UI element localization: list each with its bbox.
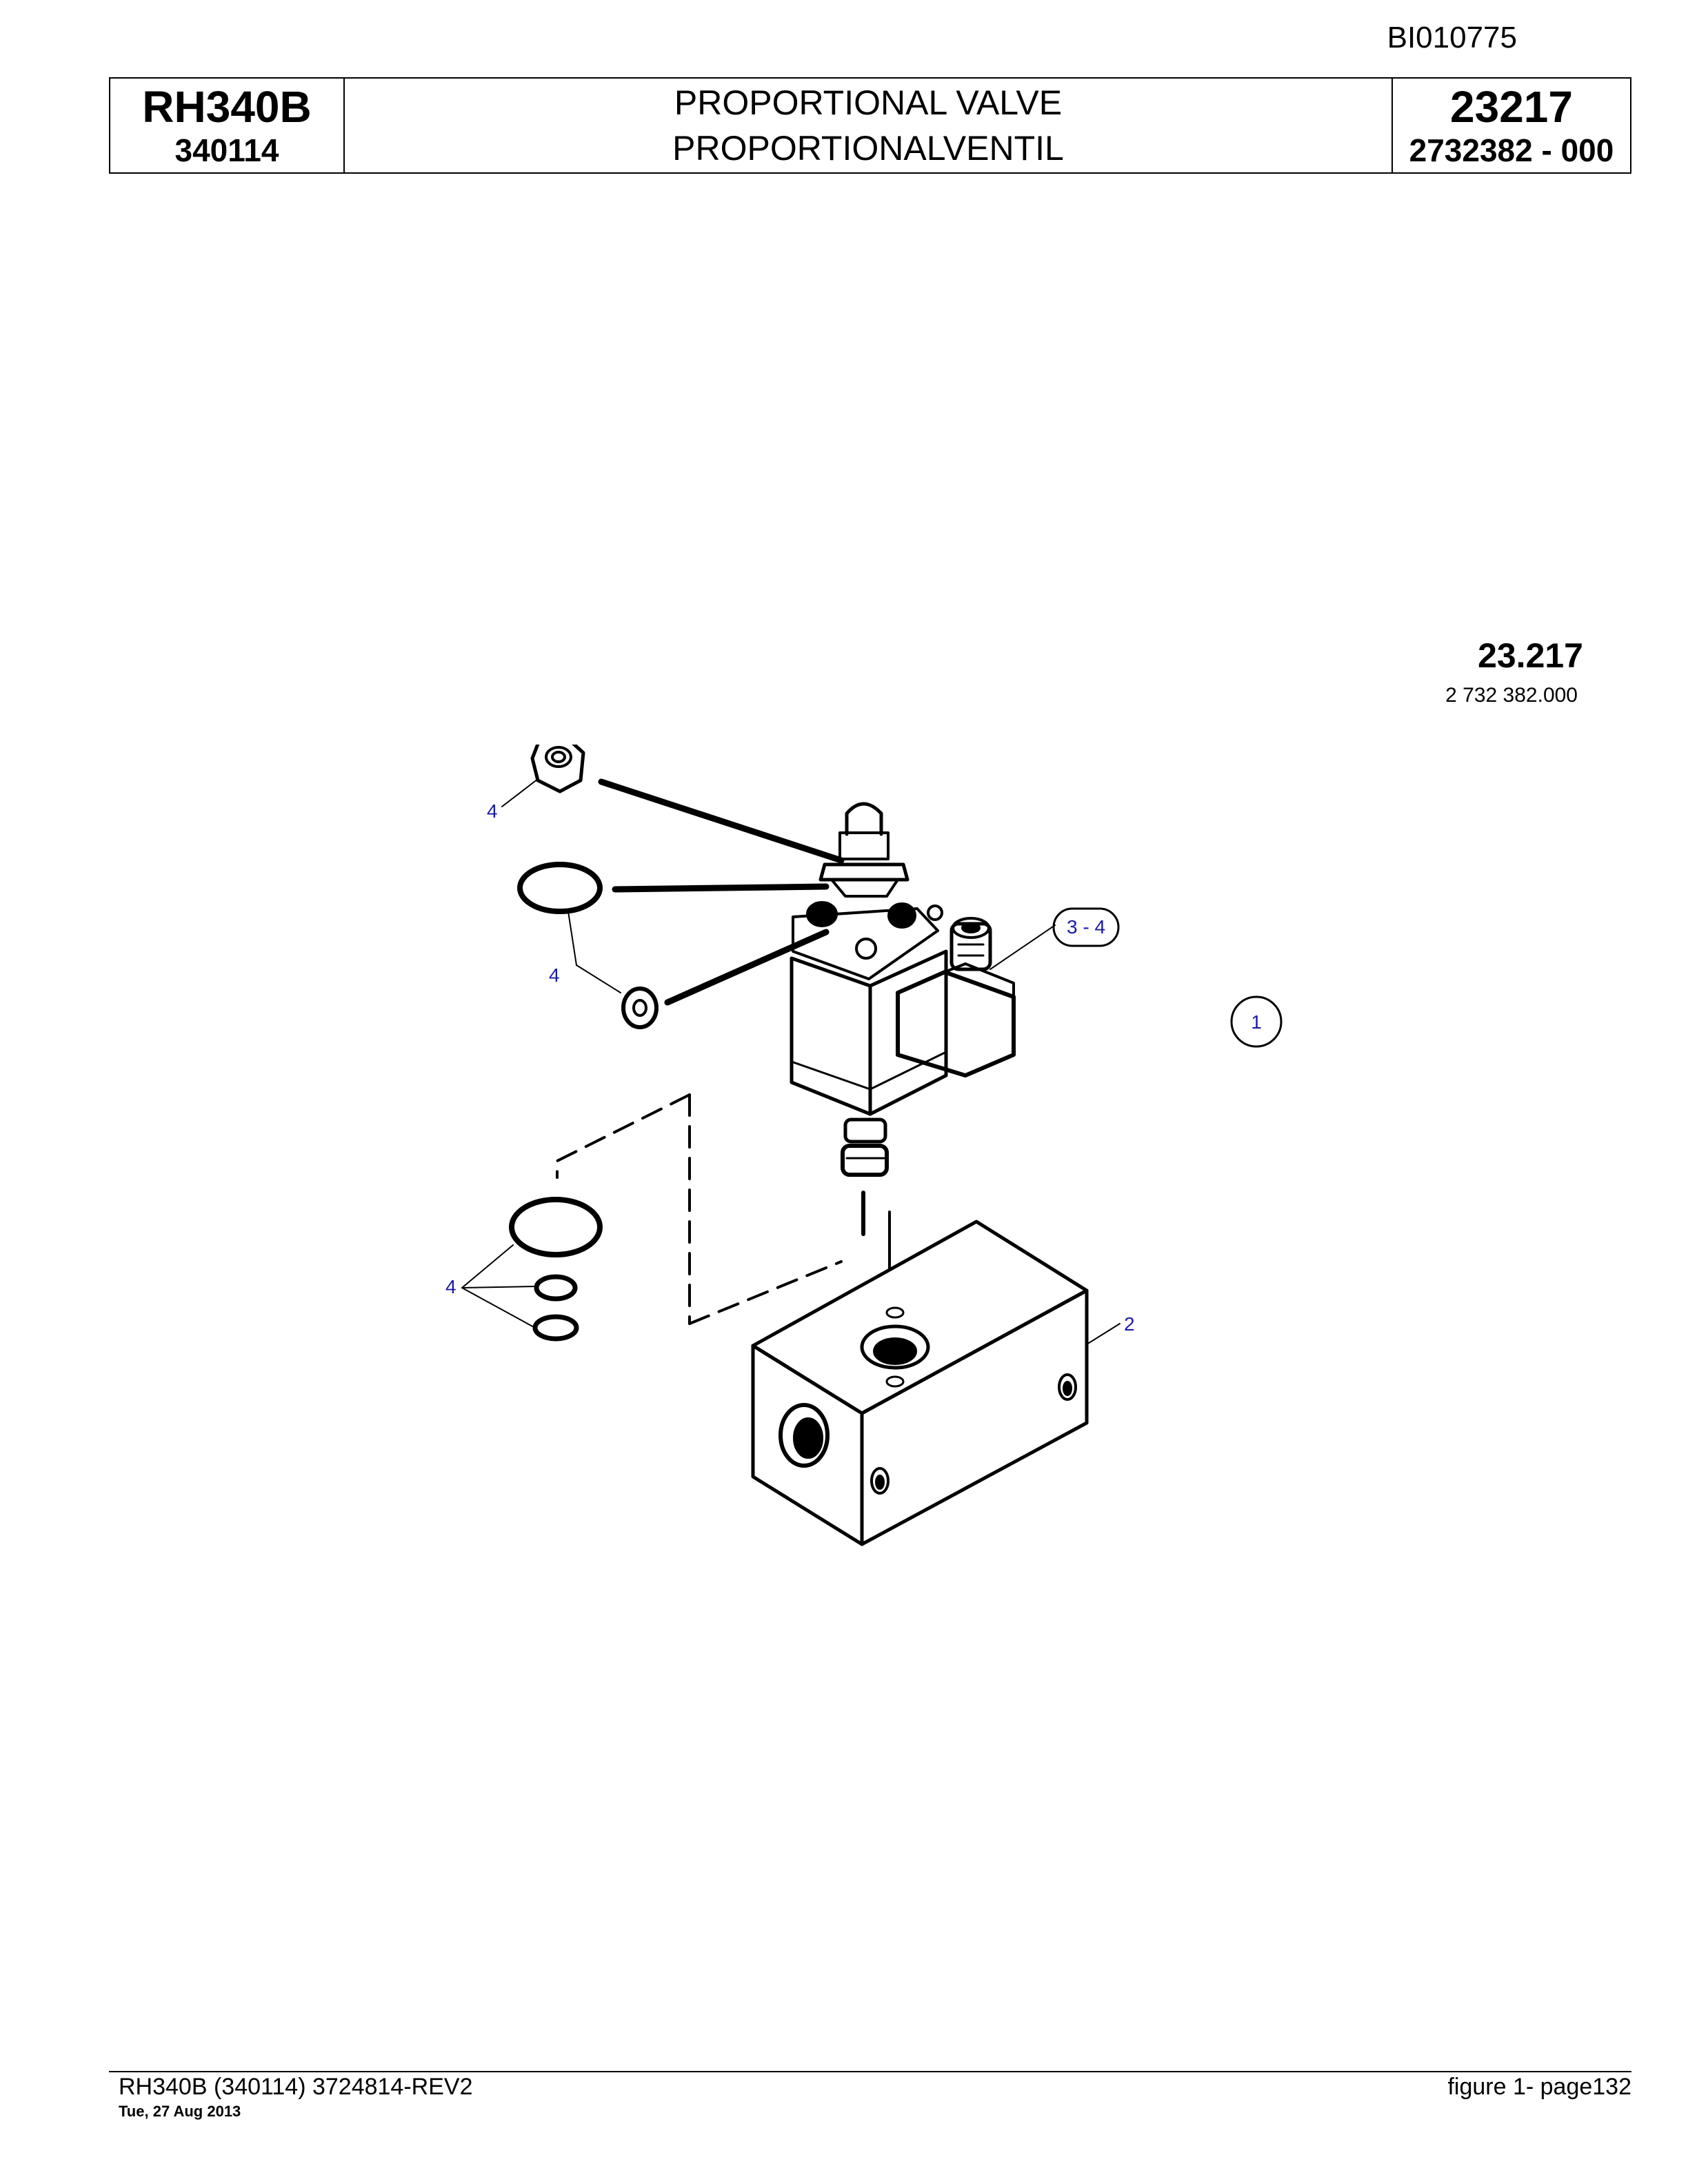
o-ring-part [517,862,603,914]
footer-page-reference: figure 1- page132 [1447,2074,1631,2100]
title-cell: PROPORTIONAL VALVE PROPORTIONALVENTIL [345,79,1393,172]
washer-part [621,987,659,1029]
figure-part-number: 2 732 382.000 [1445,684,1578,707]
footer-date: Tue, 27 Aug 2013 [119,2103,241,2120]
header-table: RH340B 340114 PROPORTIONAL VALVE PROPORT… [109,77,1631,174]
assembly-line-nut [598,778,845,864]
footer-document-reference: RH340B (340114) 3724814-REV2 [119,2074,473,2100]
exploded-view-drawing: 4 4 4 3 - 4 1 2 [445,745,1283,1546]
callout-4-washer: 4 [549,964,560,986]
group-number: 23217 [1450,82,1573,132]
callout-2-manifold: 2 [1124,1313,1135,1335]
serial-number: 340114 [174,132,279,168]
leader-lines [461,778,1121,1345]
model-number: RH340B [142,82,312,132]
title-german: PROPORTIONALVENTIL [672,129,1064,168]
part-number: 2732382 - 000 [1409,132,1614,168]
o-ring-set-part [509,1197,603,1342]
model-cell: RH340B 340114 [110,79,345,172]
document-id: BI010775 [1387,21,1517,54]
proportional-valve-part [790,802,1016,1177]
callout-bubble-3-4 [1052,907,1120,947]
group-cell: 23217 2732382 - 000 [1393,79,1630,172]
assembly-guide-dashed [556,1093,843,1325]
lock-nut-part [530,745,585,793]
callout-4-o-rings: 4 [445,1276,456,1297]
callout-4-nut: 4 [487,800,498,822]
assembly-line-o-ring [612,883,830,893]
figure-number: 23.217 [1478,636,1583,675]
callout-1: 1 [1251,1011,1262,1033]
title-english: PROPORTIONAL VALVE [674,83,1063,122]
callout-3-4: 3 - 4 [1067,916,1105,938]
manifold-block-part [751,1220,1089,1546]
assembly-line-washer [664,929,830,1006]
callout-bubble-1 [1230,995,1283,1048]
footer-divider [109,2071,1631,2072]
